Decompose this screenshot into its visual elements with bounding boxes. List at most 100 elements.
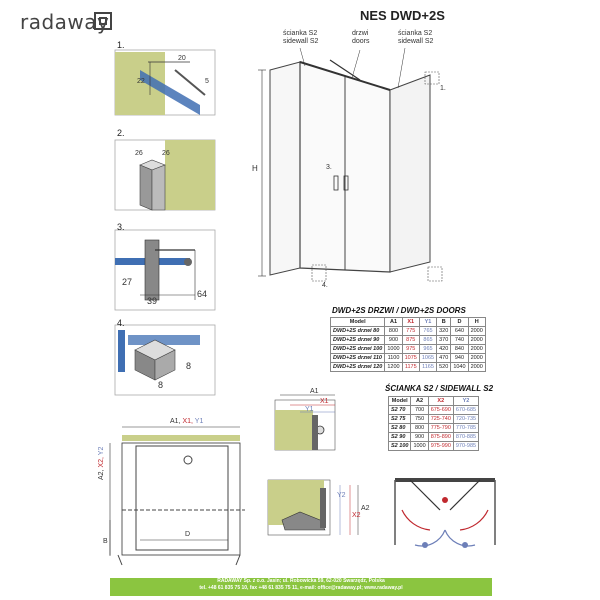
- table-cell: 1040: [450, 362, 469, 372]
- detail-x1: X1: [320, 398, 329, 405]
- detail-a1: A1: [310, 388, 319, 395]
- table-cell: 740: [450, 335, 469, 345]
- col-d: D: [450, 317, 469, 327]
- brand-square-icon: [94, 12, 112, 30]
- step-2-detail: [114, 139, 216, 211]
- table-cell: 870-885: [452, 432, 480, 442]
- step1-dim-a: 20: [178, 55, 186, 62]
- table-cell: 2000: [467, 362, 486, 372]
- detail-a2: A2: [361, 505, 370, 512]
- footer-bar: RADAWAY Sp. z o.o. Jasin; ul. Robowicka …: [110, 578, 492, 596]
- plan-view: [109, 426, 245, 566]
- plan-d-dim: D: [185, 531, 191, 538]
- col-model: Model: [387, 396, 412, 406]
- step2-dim-a: 26: [135, 150, 143, 157]
- plan-b-dim: B: [103, 538, 108, 545]
- detail-y1: Y1: [305, 406, 314, 413]
- table-cell: 675-690: [427, 405, 454, 415]
- table-cell: 320: [436, 326, 452, 336]
- table-cell: 875-890: [427, 432, 454, 442]
- model-title: NES DWD+2S: [360, 8, 445, 23]
- step1-dim-c: 5: [205, 78, 209, 85]
- table-cell: 765: [418, 326, 438, 336]
- table-cell: 370: [436, 335, 452, 345]
- table-cell: S2 100: [387, 441, 412, 451]
- table-cell: 975-990: [427, 441, 454, 451]
- corner-detail-top: [274, 394, 336, 451]
- detail-y2: Y2: [337, 492, 346, 499]
- step-number-4: 4.: [117, 318, 125, 328]
- table-cell: S2 75: [387, 414, 412, 424]
- callout-4: 4.: [322, 282, 328, 289]
- table-cell: 2000: [467, 344, 486, 354]
- table-cell: 720-735: [452, 414, 480, 424]
- step-1-detail: [114, 49, 216, 116]
- sidewall-table-title: ŚCIANKA S2 / SIDEWALL S2: [385, 384, 494, 393]
- table-cell: 1000: [384, 344, 403, 354]
- step-4-detail: [114, 324, 216, 396]
- table-cell: 965: [418, 344, 438, 354]
- table-cell: 750: [410, 414, 429, 424]
- plan-top-dim: A1, X1, Y1: [170, 418, 204, 425]
- table-cell: 940: [450, 353, 469, 363]
- doors-table-title: DWD+2S DRZWI / DWD+2S DOORS: [332, 306, 466, 315]
- col-x1: X1: [401, 317, 420, 327]
- height-label: H: [252, 164, 258, 173]
- label-sidewall-left: ścianka S2 sidewall S2: [283, 30, 319, 45]
- table-cell: 1075: [401, 353, 420, 363]
- col-y1: Y1: [418, 317, 438, 327]
- table-cell: 2000: [467, 353, 486, 363]
- step2-dim-b: 26: [162, 150, 170, 157]
- step-3-detail: [114, 229, 216, 311]
- door-swing-diagram: [394, 478, 496, 548]
- enclosure-3d-view: [258, 47, 443, 282]
- table-cell: 700: [410, 405, 429, 415]
- table-cell: 900: [384, 335, 403, 345]
- table-cell: DWD+2S drzwi 90: [329, 335, 386, 345]
- table-cell: 1200: [384, 362, 403, 372]
- table-cell: 520: [436, 362, 452, 372]
- table-cell: 775-790: [427, 423, 454, 433]
- step4-dim-b: 8: [186, 361, 192, 371]
- table-cell: 975: [401, 344, 420, 354]
- col-x2: X2: [427, 396, 454, 406]
- table-cell: S2 80: [387, 423, 412, 433]
- corner-detail-bottom: [267, 479, 359, 536]
- detail-x2: X2: [352, 512, 361, 519]
- table-cell: 1000: [410, 441, 429, 451]
- table-cell: 470: [436, 353, 452, 363]
- table-cell: 900: [410, 432, 429, 442]
- col-model: Model: [329, 317, 386, 327]
- col-a2: A2: [410, 396, 429, 406]
- table-cell: 640: [450, 326, 469, 336]
- col-a1: A1: [384, 317, 403, 327]
- step1-dim-b: 22: [137, 78, 145, 85]
- table-cell: 800: [410, 423, 429, 433]
- table-cell: DWD+2S drzwi 110: [329, 353, 386, 363]
- label-sidewall-right: ścianka S2 sidewall S2: [398, 30, 434, 45]
- footer-address: RADAWAY Sp. z o.o. Jasin; ul. Robowicka …: [217, 578, 385, 584]
- table-cell: 1175: [401, 362, 420, 372]
- table-cell: 1165: [418, 362, 438, 372]
- col-b: B: [436, 317, 452, 327]
- table-cell: 875: [401, 335, 420, 345]
- table-cell: 1100: [384, 353, 403, 363]
- table-cell: 420: [436, 344, 452, 354]
- table-cell: 2000: [467, 335, 486, 345]
- table-cell: 865: [418, 335, 438, 345]
- step-number-3: 3.: [117, 222, 125, 232]
- table-cell: 800: [384, 326, 403, 336]
- callout-1: 1.: [440, 85, 446, 92]
- table-cell: 2000: [467, 326, 486, 336]
- table-cell: DWD+2S drzwi 100: [329, 344, 386, 354]
- col-h: H: [467, 317, 486, 327]
